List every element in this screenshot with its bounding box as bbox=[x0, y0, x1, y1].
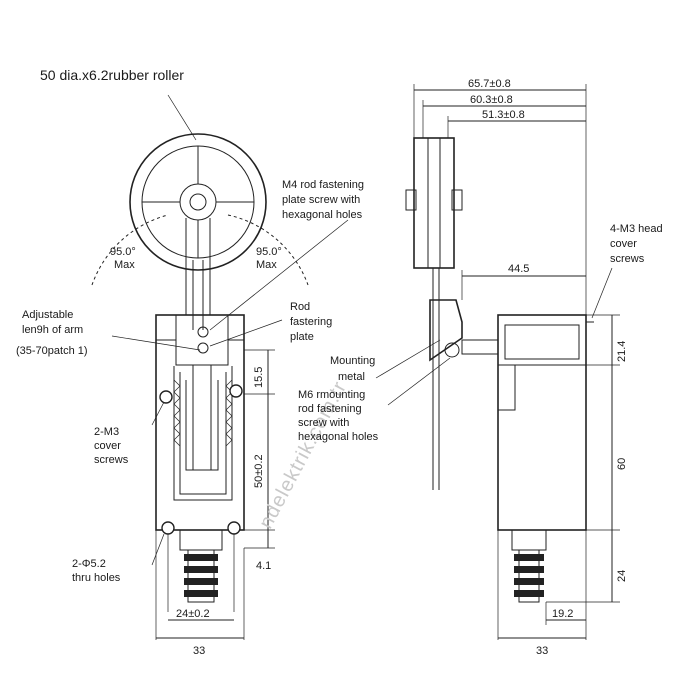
angle-left: 95.0° bbox=[110, 246, 136, 258]
m6-label-line2: rod fastening bbox=[298, 403, 362, 415]
dim-60-3: 60.3±0.8 bbox=[470, 94, 513, 106]
m4-screw-bottom bbox=[197, 342, 209, 354]
adjustable-label-line2: len9h of arm bbox=[22, 324, 83, 336]
rod-label-line2: fastering bbox=[290, 316, 332, 328]
dim-44-5: 44.5 bbox=[508, 263, 529, 275]
mounting-label-line1: Mounting bbox=[330, 355, 375, 367]
head-screws-line2: cover bbox=[610, 238, 637, 250]
dim-24-side: 24 bbox=[616, 570, 628, 582]
m6-label-line3: screw with bbox=[298, 417, 349, 429]
roller-wheel bbox=[129, 133, 267, 271]
mounting-label-line2: metal bbox=[338, 371, 365, 383]
m6-label-line4: hexagonal holes bbox=[298, 431, 379, 443]
m6-screw bbox=[444, 342, 460, 358]
thru-holes-line1: 2-Φ5.2 bbox=[72, 558, 106, 570]
thru-hole-right bbox=[227, 521, 241, 535]
cover-screw-left bbox=[159, 390, 173, 404]
mounting-metal bbox=[429, 299, 463, 362]
thru-hole-left bbox=[161, 521, 175, 535]
dim-15-5: 15.5 bbox=[253, 367, 265, 388]
switch-body-front bbox=[155, 314, 245, 531]
cable-gland-front bbox=[179, 529, 223, 603]
angle-left-max: Max bbox=[114, 259, 135, 271]
switch-body-side bbox=[497, 314, 594, 531]
dim-65-7: 65.7±0.8 bbox=[468, 78, 511, 90]
dim-21-4: 21.4 bbox=[616, 341, 628, 362]
roller-label: 50 dia.x6.2rubber roller bbox=[40, 67, 184, 83]
m4-label-line1: M4 rod fastening bbox=[282, 179, 364, 191]
dim-19-2: 19.2 bbox=[552, 608, 573, 620]
side-view bbox=[375, 84, 620, 640]
angle-right-max: Max bbox=[256, 259, 277, 271]
front-view bbox=[91, 94, 349, 640]
m6-label-line1: M6 rmounting bbox=[298, 389, 365, 401]
dim-24-front: 24±0.2 bbox=[176, 608, 210, 620]
m4-label-line3: hexagonal holes bbox=[282, 209, 363, 221]
dim-33-front: 33 bbox=[193, 645, 205, 657]
m4-label-line2: plate screw with bbox=[282, 194, 360, 206]
right-swing-arc bbox=[227, 214, 309, 286]
cover-screws-line3: screws bbox=[94, 454, 129, 466]
cover-screw-right bbox=[229, 384, 243, 398]
dim-4-1: 4.1 bbox=[256, 560, 271, 572]
m4-screw-top bbox=[197, 326, 209, 338]
head-screws-line3: screws bbox=[610, 253, 645, 265]
dim-50: 50±0.2 bbox=[253, 454, 265, 488]
rod-label-line1: Rod bbox=[290, 301, 310, 313]
rod-label-line3: plate bbox=[290, 331, 314, 343]
lever-arm bbox=[185, 218, 211, 330]
left-swing-arc bbox=[91, 214, 169, 286]
roller-side bbox=[413, 137, 455, 269]
dim-60: 60 bbox=[616, 458, 628, 470]
cable-gland-side bbox=[511, 529, 547, 603]
adjustable-label-line3: (35-70patch 1) bbox=[16, 345, 88, 357]
rod-fastening-plate bbox=[175, 314, 229, 366]
dim-33-side: 33 bbox=[536, 645, 548, 657]
thru-holes-line2: thru holes bbox=[72, 572, 121, 584]
cover-screws-line2: cover bbox=[94, 440, 121, 452]
cover-screws-line1: 2-M3 bbox=[94, 426, 119, 438]
angle-right: 95.0° bbox=[256, 246, 282, 258]
dim-51-3: 51.3±0.8 bbox=[482, 109, 525, 121]
head-screws-line1: 4-M3 head bbox=[610, 223, 663, 235]
adjustable-label-line1: Adjustable bbox=[22, 309, 73, 321]
